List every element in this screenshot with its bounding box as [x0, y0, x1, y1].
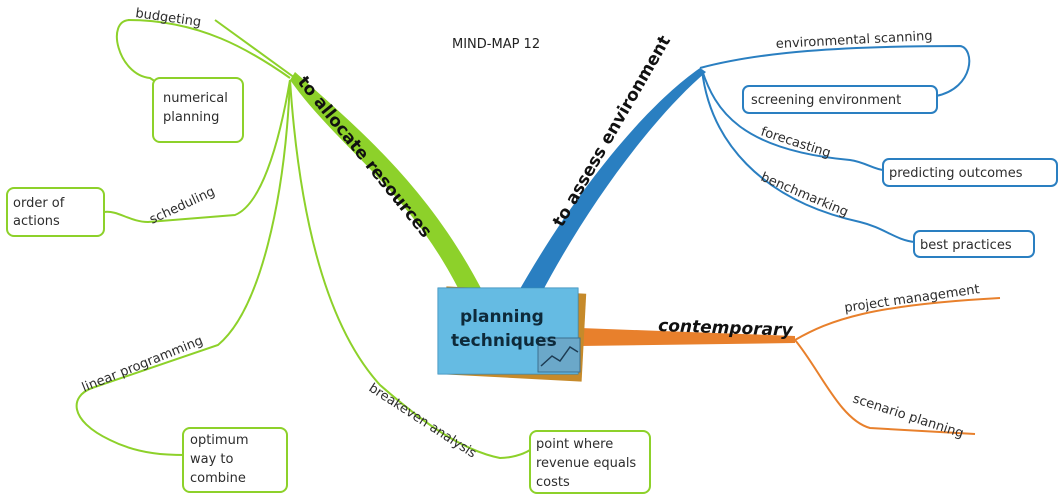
- box-order-of-actions-line1: order of: [13, 196, 65, 211]
- center-title-line2: techniques: [451, 331, 557, 351]
- branch-contemporary: contemporary project management scenario…: [580, 282, 1001, 442]
- box-point-where-line1: point where: [536, 437, 613, 452]
- leaf-benchmarking: benchmarking: [758, 170, 850, 220]
- branch-assess-trunk: [516, 68, 706, 296]
- branch-allocate-trunk: [290, 72, 485, 296]
- box-best-practices-text: best practices: [920, 238, 1012, 253]
- box-optimum-line1: optimum: [190, 433, 248, 448]
- box-screening-environment-text: screening environment: [751, 93, 901, 108]
- branch-allocate-label: to allocate resources: [293, 73, 435, 242]
- chart-icon: [537, 337, 581, 373]
- branch-assess-environment: to assess environment environmental scan…: [516, 29, 1058, 296]
- leaf-scenario-planning: scenario planning: [851, 392, 966, 442]
- center-title-line1: planning: [460, 307, 544, 327]
- box-screening-environment: [742, 85, 938, 114]
- box-predicting-outcomes: [882, 158, 1058, 187]
- box-point-where-line3: costs: [536, 475, 570, 490]
- center-node: planning techniques: [437, 286, 587, 382]
- box-optimum: [182, 427, 288, 493]
- box-numerical-planning-line1: numerical: [163, 91, 228, 106]
- branch-contemporary-label: contemporary: [658, 316, 794, 341]
- box-best-practices: [913, 230, 1035, 258]
- leaf-linear-programming: linear programming: [80, 333, 205, 395]
- leaf-budgeting: budgeting: [134, 6, 202, 30]
- box-optimum-line2: way to: [190, 452, 234, 467]
- branch-assess-label: to assess environment: [549, 32, 675, 230]
- leaf-project-management: project management: [843, 282, 980, 316]
- box-point-where-line2: revenue equals: [536, 456, 636, 471]
- box-optimum-line3: combine: [190, 471, 246, 486]
- leaf-scheduling: scheduling: [147, 184, 217, 227]
- box-point-where: [529, 430, 651, 494]
- box-order-of-actions-line2: actions: [13, 214, 60, 229]
- box-numerical-planning-line2: planning: [163, 110, 219, 125]
- box-numerical-planning: [152, 77, 244, 143]
- branch-contemporary-trunk: [580, 328, 795, 346]
- box-order-of-actions: [6, 187, 105, 237]
- leaf-breakeven-analysis: breakeven analysis: [366, 381, 479, 462]
- box-predicting-outcomes-text: predicting outcomes: [889, 166, 1023, 181]
- mind-map-title: MIND-MAP 12: [452, 37, 540, 52]
